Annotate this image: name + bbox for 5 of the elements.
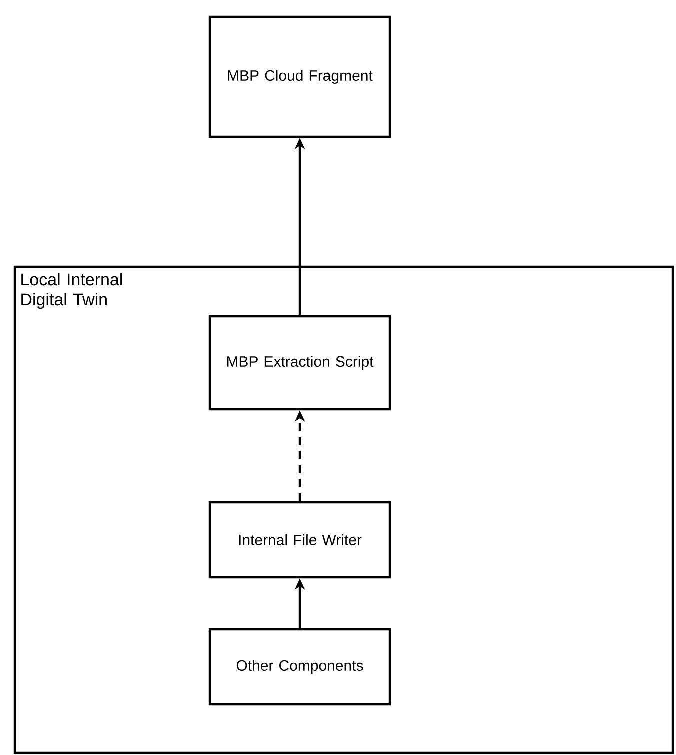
container-title: Local Internal Digital Twin bbox=[22, 273, 122, 310]
process-box: MBP Extraction Script bbox=[208, 315, 392, 411]
process-box: Other Components bbox=[208, 628, 392, 706]
process-box: Internal File Writer bbox=[208, 501, 392, 579]
process-box: MBP Cloud Fragment bbox=[208, 16, 392, 138]
